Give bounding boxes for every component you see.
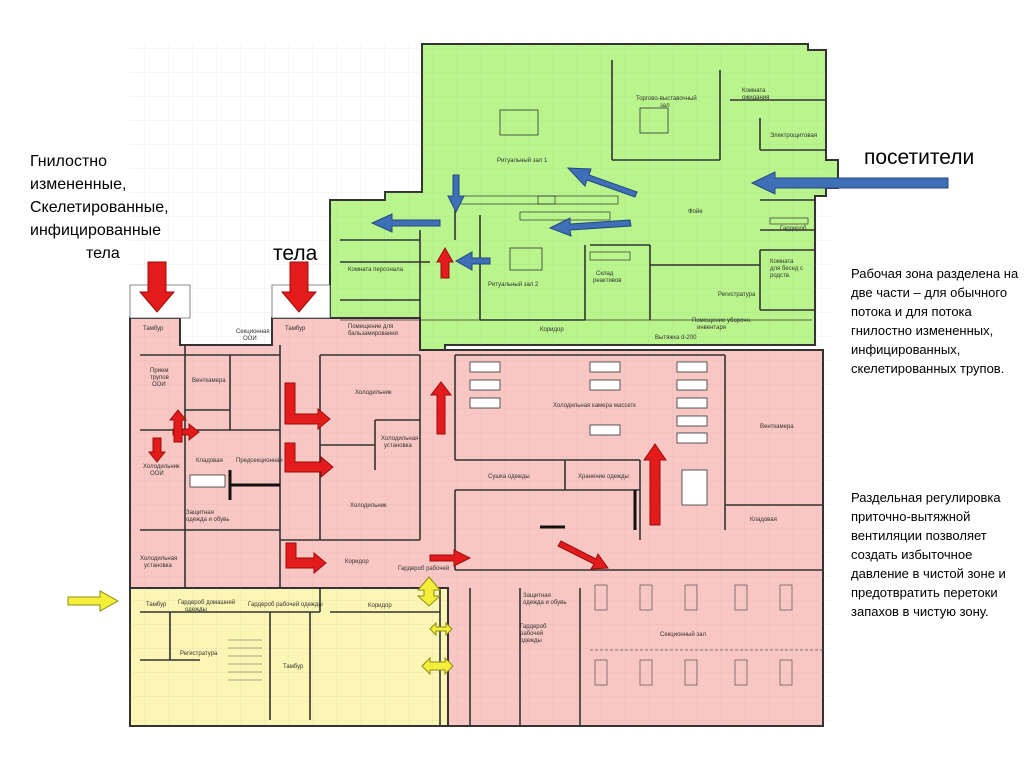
svg-text:Гардероб: Гардероб (520, 624, 547, 630)
svg-text:Склад: Склад (596, 271, 614, 277)
svg-text:Холодильная: Холодильная (140, 556, 177, 562)
svg-text:Фойе: Фойе (688, 208, 703, 215)
left-note-group: Гнилостно измененные, Скелетированные, и… (30, 150, 230, 265)
svg-text:Холодильник: Холодильник (350, 503, 387, 509)
svg-text:трупов: трупов (150, 375, 169, 381)
svg-text:Коридор: Коридор (368, 603, 392, 609)
svg-text:Секционный зал: Секционный зал (660, 631, 706, 638)
svg-text:Тамбур: Тамбур (285, 326, 306, 332)
left-note-line-1: Гнилостно (30, 153, 108, 170)
visitors-label: посетители (864, 146, 975, 169)
svg-text:Помещение для: Помещение для (348, 324, 393, 330)
svg-text:Холодильная: Холодильная (381, 436, 418, 442)
bodies-label: тела (273, 242, 318, 265)
svg-text:Гардероб: Гардероб (780, 226, 807, 232)
svg-text:родств.: родств. (770, 273, 791, 279)
svg-text:Сушка одежды: Сушка одежды (488, 474, 530, 480)
svg-text:одежда и обувь: одежда и обувь (523, 600, 566, 606)
svg-text:инвентаря: инвентаря (697, 325, 726, 331)
svg-text:бальзамирования: бальзамирования (348, 331, 398, 337)
svg-text:ООИ: ООИ (243, 336, 257, 342)
svg-text:Тамбур: Тамбур (143, 326, 164, 332)
svg-text:одежды: одежды (520, 638, 542, 644)
svg-text:одежды: одежды (185, 607, 207, 613)
svg-text:ООИ: ООИ (150, 471, 164, 477)
svg-text:Секционная: Секционная (236, 329, 270, 335)
left-note-line-4: инфицированные (30, 222, 162, 239)
svg-text:Комната персонала: Комната персонала (348, 267, 404, 273)
svg-text:Ритуальный зал 2: Ритуальный зал 2 (488, 281, 539, 288)
svg-text:Вытяжка d-200: Вытяжка d-200 (655, 335, 697, 341)
work-zone-note: Рабочая зона разделена на две части – дл… (851, 266, 1019, 376)
svg-text:Комната: Комната (770, 259, 794, 265)
svg-text:ООИ: ООИ (152, 382, 166, 388)
svg-text:Холодильник: Холодильник (143, 464, 180, 470)
svg-text:Предсекционная: Предсекционная (236, 458, 283, 464)
svg-text:одежда и обувь: одежда и обувь (186, 517, 229, 523)
svg-text:установка: установка (384, 443, 413, 449)
svg-text:Электрощитовая: Электрощитовая (770, 133, 817, 139)
svg-text:Гардероб рабочей одежды: Гардероб рабочей одежды (248, 601, 323, 608)
left-note-line-2: измененные, (30, 176, 127, 193)
svg-text:Защитная: Защитная (186, 510, 214, 516)
svg-text:Венткамера: Венткамера (192, 378, 226, 384)
svg-text:зал: зал (660, 103, 670, 109)
svg-text:Ритуальный зал 1: Ритуальный зал 1 (497, 157, 548, 164)
svg-text:Холодильник: Холодильник (355, 390, 392, 396)
svg-text:рабочей: рабочей (520, 630, 543, 637)
svg-text:Комната: Комната (742, 88, 766, 94)
svg-text:Коридор: Коридор (345, 559, 369, 565)
svg-text:Хранение одежды: Хранение одежды (578, 474, 629, 480)
left-note-line-5: тела (86, 245, 120, 262)
ventilation-note: Раздельная регулировка приточно-вытяжной… (851, 490, 1006, 619)
svg-text:Тамбур: Тамбур (283, 664, 304, 670)
svg-text:установка: установка (144, 563, 173, 569)
svg-text:Кладовая: Кладовая (750, 517, 777, 523)
svg-text:Холодильная камера массетк: Холодильная камера массетк (553, 403, 636, 409)
svg-text:реактивов: реактивов (593, 278, 621, 284)
svg-text:Венткамера: Венткамера (760, 424, 794, 430)
svg-text:Гардероб домашней: Гардероб домашней (178, 599, 235, 606)
svg-text:Тамбур: Тамбур (146, 602, 167, 608)
svg-text:Помещение уборочн.: Помещение уборочн. (692, 318, 752, 324)
svg-text:Гардероб рабочей: Гардероб рабочей (398, 565, 449, 572)
svg-text:Регистратура: Регистратура (718, 292, 756, 298)
svg-text:Коридор: Коридор (540, 327, 564, 333)
svg-text:ожидания: ожидания (742, 95, 769, 101)
svg-text:для бесед с: для бесед с (770, 266, 803, 272)
svg-text:Торгово-выставочный: Торгово-выставочный (636, 95, 697, 102)
left-note-line-3: Скелетированные, (30, 199, 169, 216)
svg-text:Прием: Прием (150, 368, 168, 374)
svg-text:Кладовая: Кладовая (196, 458, 223, 464)
svg-text:Регистратура: Регистратура (180, 651, 218, 657)
svg-text:Защитная: Защитная (523, 593, 551, 599)
